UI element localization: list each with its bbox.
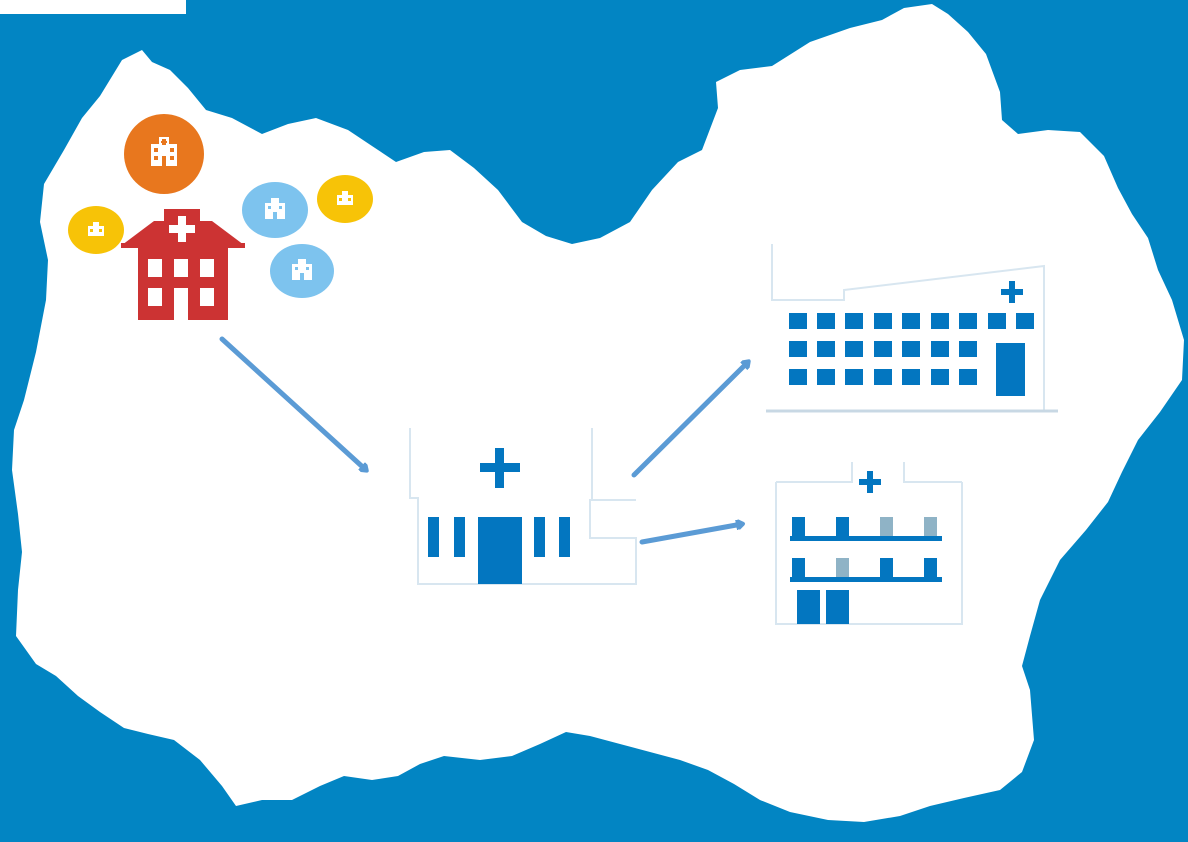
large-hospital-window bbox=[845, 341, 863, 357]
large-hospital-window bbox=[874, 369, 892, 385]
clinic-door bbox=[478, 517, 522, 584]
large-hospital-door bbox=[996, 343, 1025, 396]
large-hospital-window bbox=[988, 313, 1006, 329]
large-hospital-windows bbox=[789, 313, 1034, 385]
large-hospital-window bbox=[789, 369, 807, 385]
large-hospital-window bbox=[902, 369, 920, 385]
health-center-floor-1 bbox=[790, 536, 942, 541]
large-hospital-window bbox=[959, 313, 977, 329]
large-hospital-window bbox=[789, 341, 807, 357]
large-hospital-outline bbox=[771, 244, 1045, 412]
hospital-icon bbox=[121, 209, 245, 320]
health-center-door-right bbox=[826, 590, 849, 624]
large-hospital-window bbox=[874, 341, 892, 357]
health-center-icon bbox=[775, 462, 963, 625]
hospital-door bbox=[174, 288, 188, 320]
hospital-windows bbox=[148, 259, 214, 306]
hospital-cross-h bbox=[169, 225, 195, 233]
large-hospital-window bbox=[845, 369, 863, 385]
health-center-windows bbox=[792, 517, 937, 577]
large-hospital-window bbox=[845, 313, 863, 329]
health-center-cross-h bbox=[859, 479, 881, 485]
clinic-building-icon bbox=[409, 428, 637, 585]
clinic-bubble-yellow-right bbox=[317, 175, 373, 223]
top-left-corner-block bbox=[0, 0, 186, 14]
large-hospital-window bbox=[874, 313, 892, 329]
hospital-building-icon bbox=[766, 244, 1058, 413]
large-hospital-window bbox=[817, 341, 835, 357]
health-center-floor-2 bbox=[790, 577, 942, 582]
clinic-bubble-blue-bottom bbox=[270, 244, 334, 298]
arrow-right-up-icon bbox=[631, 362, 748, 478]
large-hospital-window bbox=[931, 313, 949, 329]
health-center-door-left bbox=[797, 590, 820, 624]
clinic-cross-h bbox=[480, 463, 520, 472]
large-hospital-window bbox=[902, 341, 920, 357]
large-hospital-window bbox=[959, 369, 977, 385]
large-hospital-window bbox=[931, 369, 949, 385]
arrow-right-icon bbox=[639, 524, 742, 545]
large-hospital-window bbox=[931, 341, 949, 357]
large-hospital-window bbox=[1016, 313, 1034, 329]
health-center-outline bbox=[775, 462, 963, 625]
clinic-bubble-icon bbox=[337, 191, 353, 205]
clinic-windows bbox=[428, 517, 570, 557]
large-hospital-window bbox=[959, 341, 977, 357]
large-hospital-window bbox=[789, 313, 807, 329]
large-hospital-cross-h bbox=[1001, 289, 1023, 295]
arrow-right-down-icon bbox=[219, 336, 366, 470]
large-hospital-window bbox=[817, 369, 835, 385]
large-hospital-window bbox=[902, 313, 920, 329]
clinic-bubble-yellow-left bbox=[68, 206, 124, 254]
clinic-bubble-icon bbox=[88, 222, 104, 236]
clinic-bubble-orange bbox=[124, 114, 204, 194]
large-hospital-window bbox=[817, 313, 835, 329]
clinic-bubble-blue-top bbox=[242, 182, 308, 238]
